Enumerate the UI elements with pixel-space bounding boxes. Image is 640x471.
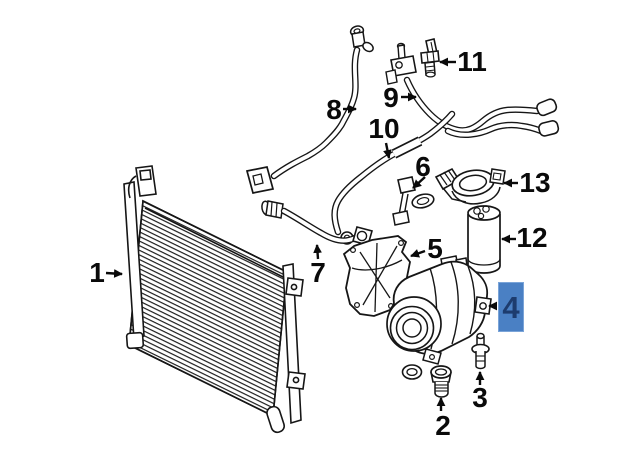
bolt-2-drawing: [430, 365, 452, 398]
hose-7-drawing: [261, 200, 373, 246]
callout-1-arrow: [105, 269, 123, 278]
callout-4: 4: [502, 289, 520, 325]
mount-13-drawing: [434, 167, 506, 205]
callout-12[interactable]: 12: [516, 222, 548, 253]
compressor-4-drawing: [386, 255, 492, 380]
callout-2[interactable]: 2: [435, 410, 451, 441]
hose-8-drawing: [245, 25, 374, 194]
hose-9-drawing: [385, 42, 560, 139]
callout-1[interactable]: 1: [89, 257, 105, 288]
callout-13[interactable]: 13: [519, 167, 551, 198]
callout-8[interactable]: 8: [326, 94, 342, 125]
callout-arrows: [105, 57, 518, 411]
valve-11-drawing: [420, 38, 440, 78]
callout-9[interactable]: 9: [383, 82, 399, 113]
callout-6[interactable]: 6: [415, 151, 431, 182]
callout-10[interactable]: 10: [368, 113, 400, 144]
clamp-6-drawing: [392, 176, 435, 226]
condenser-drawing: [123, 165, 306, 434]
drier-12-drawing: [467, 205, 501, 274]
callout-11[interactable]: 11: [457, 46, 487, 77]
callout-6-arrow: [412, 176, 426, 189]
callout-5-arrow: [410, 249, 426, 258]
callout-3[interactable]: 3: [472, 382, 488, 413]
callout-7-arrow: [313, 244, 322, 260]
callout-4-highlight[interactable]: 4: [498, 282, 524, 332]
callout-5[interactable]: 5: [427, 233, 443, 264]
stud-3-drawing: [471, 332, 490, 370]
callout-7[interactable]: 7: [310, 257, 326, 288]
callout-10-arrow: [383, 142, 392, 159]
